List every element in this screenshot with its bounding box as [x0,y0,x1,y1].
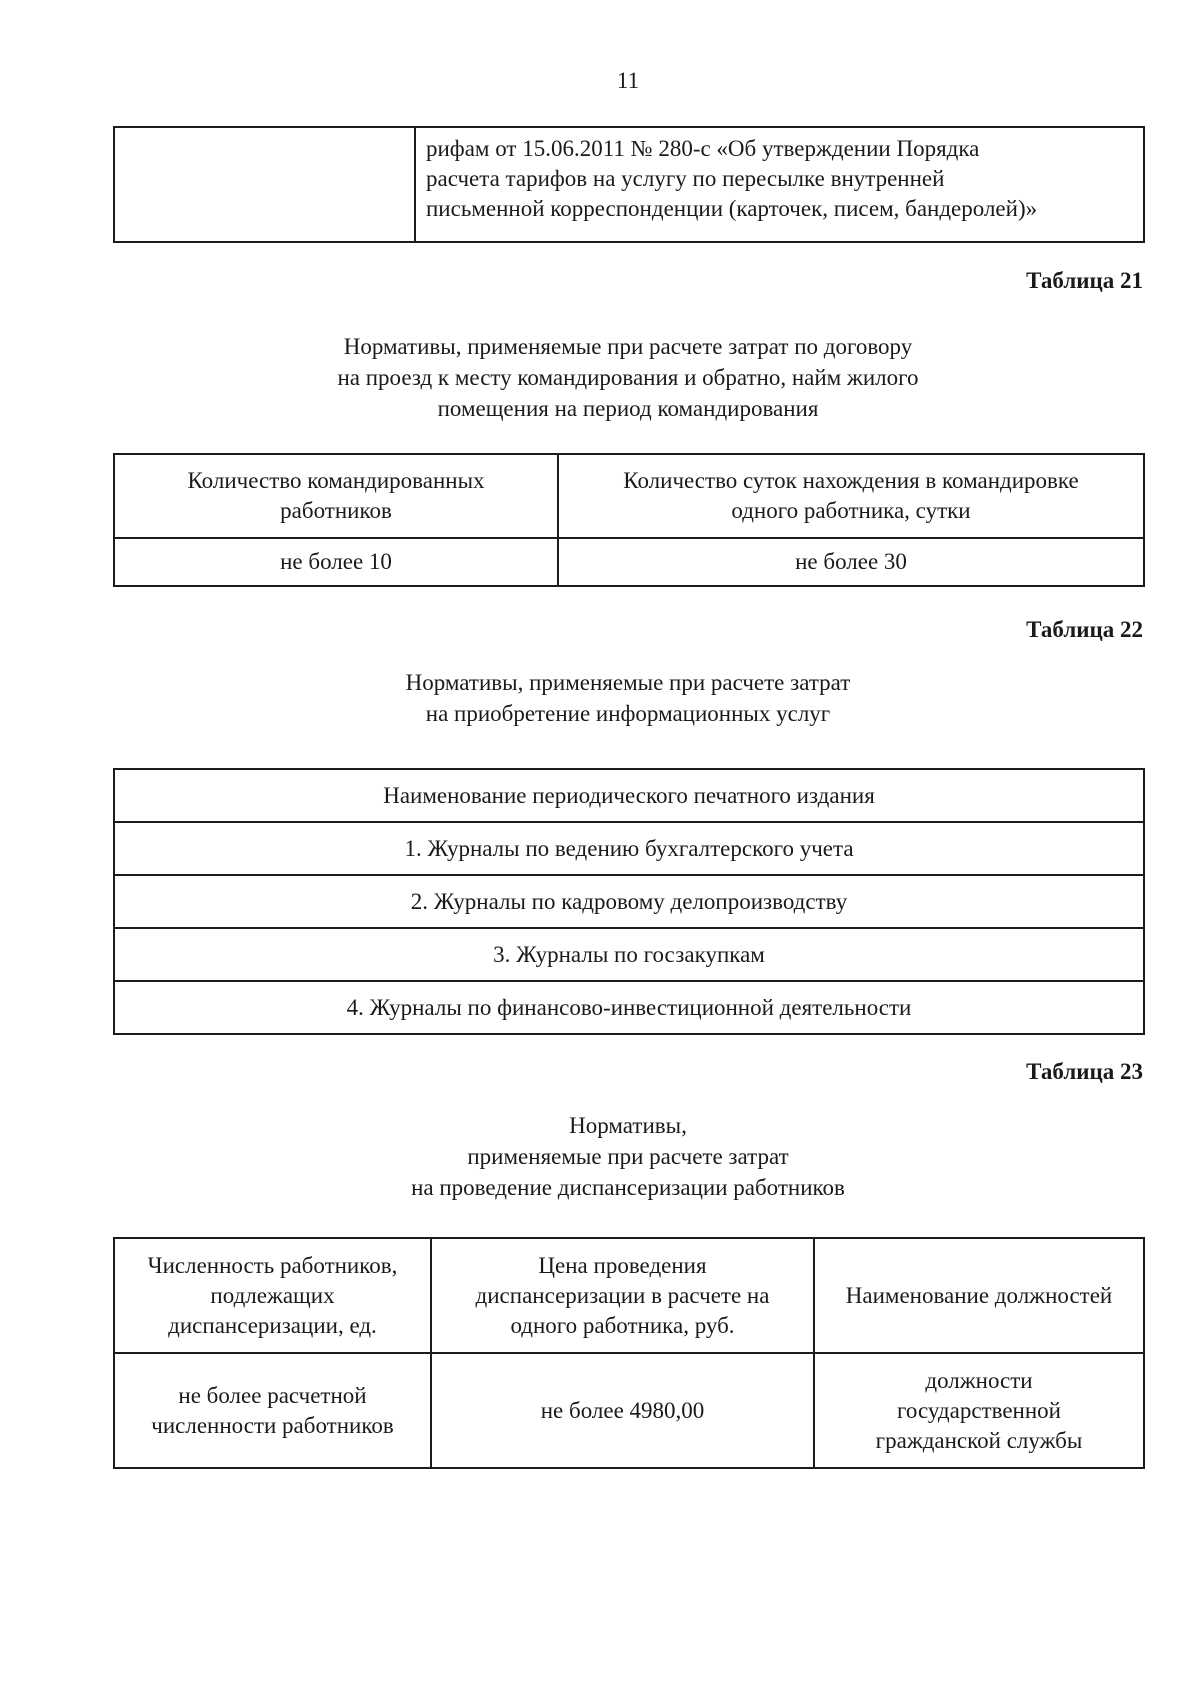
table-cell: 3. Журналы по госзакупкам [113,927,1145,982]
table-row: 4. Журналы по финансово-инвестиционной д… [113,980,1145,1035]
table-cell-continuation-text: рифам от 15.06.2011 № 280-с «Об утвержде… [414,126,1145,243]
table-header-row: Наименование периодического печатного из… [113,768,1145,823]
header-cell: Цена проведения диспансеризации в расчет… [430,1237,815,1354]
table-23-title: Нормативы, применяемые при расчете затра… [411,1113,845,1200]
table-cell: не более 10 [113,537,559,587]
table-22-title: Нормативы, применяемые при расчете затра… [405,670,851,726]
table-row: не более 10 не более 30 [113,537,1145,587]
continuation-table: рифам от 15.06.2011 № 280-с «Об утвержде… [113,126,1145,243]
table-row: 2. Журналы по кадровому делопроизводству [113,874,1145,929]
table-21-caption: Таблица 21 [1026,268,1143,293]
table-21: Количество командированных работников Ко… [113,453,1145,587]
table-cell: 4. Журналы по финансово-инвестиционной д… [113,980,1145,1035]
table-row: 1. Журналы по ведению бухгалтерского уче… [113,821,1145,876]
table-header-row: Количество командированных работников Ко… [113,453,1145,539]
table-row: не более расчетной численности работнико… [113,1352,1145,1469]
header-cell: Количество командированных работников [113,453,559,539]
table-row: рифам от 15.06.2011 № 280-с «Об утвержде… [113,126,1145,243]
page-number: 11 [616,68,640,93]
table-cell: не более расчетной численности работнико… [113,1352,432,1469]
header-cell: Наименование должностей [813,1237,1145,1354]
table-cell: 2. Журналы по кадровому делопроизводству [113,874,1145,929]
table-22: Наименование периодического печатного из… [113,768,1145,1035]
header-cell: Количество суток нахождения в командиров… [557,453,1145,539]
table-header-row: Численность работников, подлежащих диспа… [113,1237,1145,1354]
table-cell-empty [113,126,416,243]
header-cell: Численность работников, подлежащих диспа… [113,1237,432,1354]
table-cell: не более 4980,00 [430,1352,815,1469]
table-23: Численность работников, подлежащих диспа… [113,1237,1145,1469]
table-22-caption: Таблица 22 [1026,617,1143,642]
header-cell: Наименование периодического печатного из… [113,768,1145,823]
table-21-title: Нормативы, применяемые при расчете затра… [337,334,919,421]
table-23-caption: Таблица 23 [1026,1059,1143,1084]
table-cell: 1. Журналы по ведению бухгалтерского уче… [113,821,1145,876]
table-cell: должности государственной гражданской сл… [813,1352,1145,1469]
table-cell: не более 30 [557,537,1145,587]
table-row: 3. Журналы по госзакупкам [113,927,1145,982]
